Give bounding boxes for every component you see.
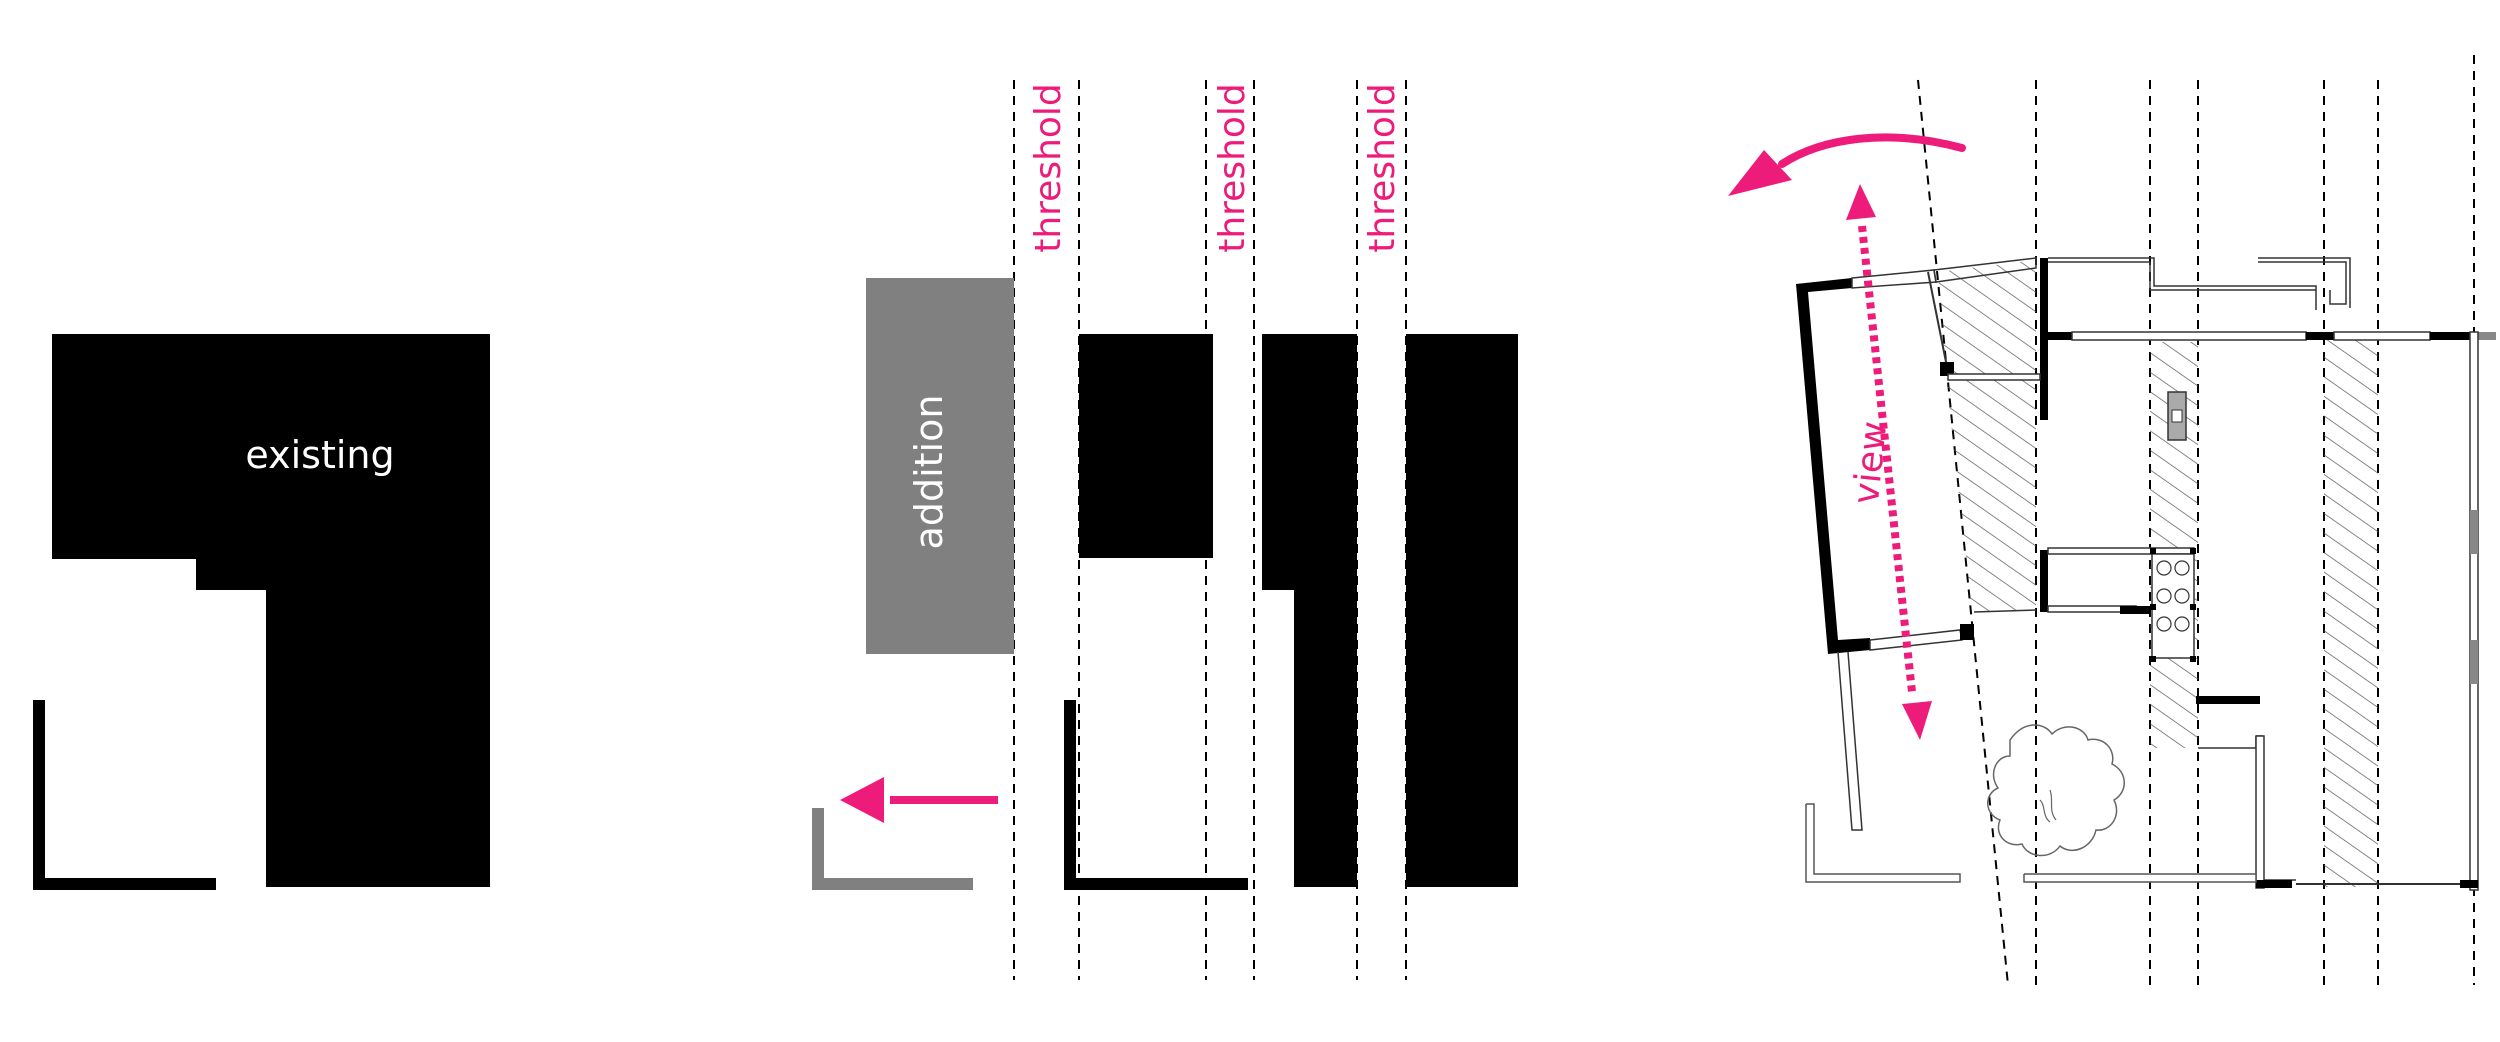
house-north-bump [2048, 261, 2316, 291]
addition-corner-post [1940, 362, 1954, 376]
house-ne-corner [2430, 332, 2478, 340]
threshold-label-1: threshold [1028, 83, 1069, 253]
addition-south-wall [1869, 629, 1963, 651]
existing-mass [52, 334, 490, 887]
addition-east-edge [1973, 609, 2037, 613]
panel-thresholds: addition threshold threshold threshold [812, 80, 1518, 980]
band-2-mass [1262, 334, 1357, 887]
house-kitchen-wall [2196, 696, 2260, 704]
addition-west-wall [1796, 278, 1870, 654]
hatch-zone-1 [1938, 260, 2036, 612]
tree-icon [1987, 724, 2125, 857]
house-west-wall-top [2040, 258, 2048, 420]
hatch-zone-3 [2324, 335, 2378, 887]
existing-garden-wall [33, 700, 216, 890]
band-1-mass [1079, 334, 1213, 558]
house-north-window [2071, 331, 2307, 341]
fixtures [2150, 391, 2196, 662]
house-east-wall [2469, 331, 2479, 891]
house-ne-window [2333, 331, 2431, 341]
site-wall-left [1805, 803, 1961, 883]
house-west-wall-bottom [2040, 550, 2048, 612]
addition-plan [1796, 257, 2037, 831]
addition-south-post [1960, 624, 1974, 640]
garden-wall-moved [812, 808, 973, 890]
addition-fence [1837, 651, 1863, 831]
house-north-wall-left [2048, 332, 2072, 340]
view-arrow-icon: view [1846, 184, 1932, 740]
stove-icon [2151, 553, 2195, 659]
band-3-mass [1406, 334, 1518, 887]
threshold-label-2: threshold [1212, 83, 1253, 253]
existing-label: existing [245, 433, 394, 477]
panel-existing: existing [33, 334, 490, 890]
site-wall-right [2023, 873, 2257, 883]
house-north-wall-right [2306, 332, 2334, 340]
addition-label: addition [907, 395, 951, 550]
house-plan [1947, 257, 2496, 891]
rotate-arrow-icon [1728, 133, 1966, 196]
threshold-label-3: threshold [1362, 83, 1403, 253]
panel-plan: view [1728, 55, 2496, 986]
view-label: view [1846, 419, 1895, 506]
addition-block [866, 278, 1014, 654]
house-ne-projection [2258, 261, 2347, 305]
addition-north-wall-2 [1933, 257, 2037, 283]
garden-wall-remaining [1064, 700, 1248, 890]
move-arrow-icon [840, 777, 998, 823]
